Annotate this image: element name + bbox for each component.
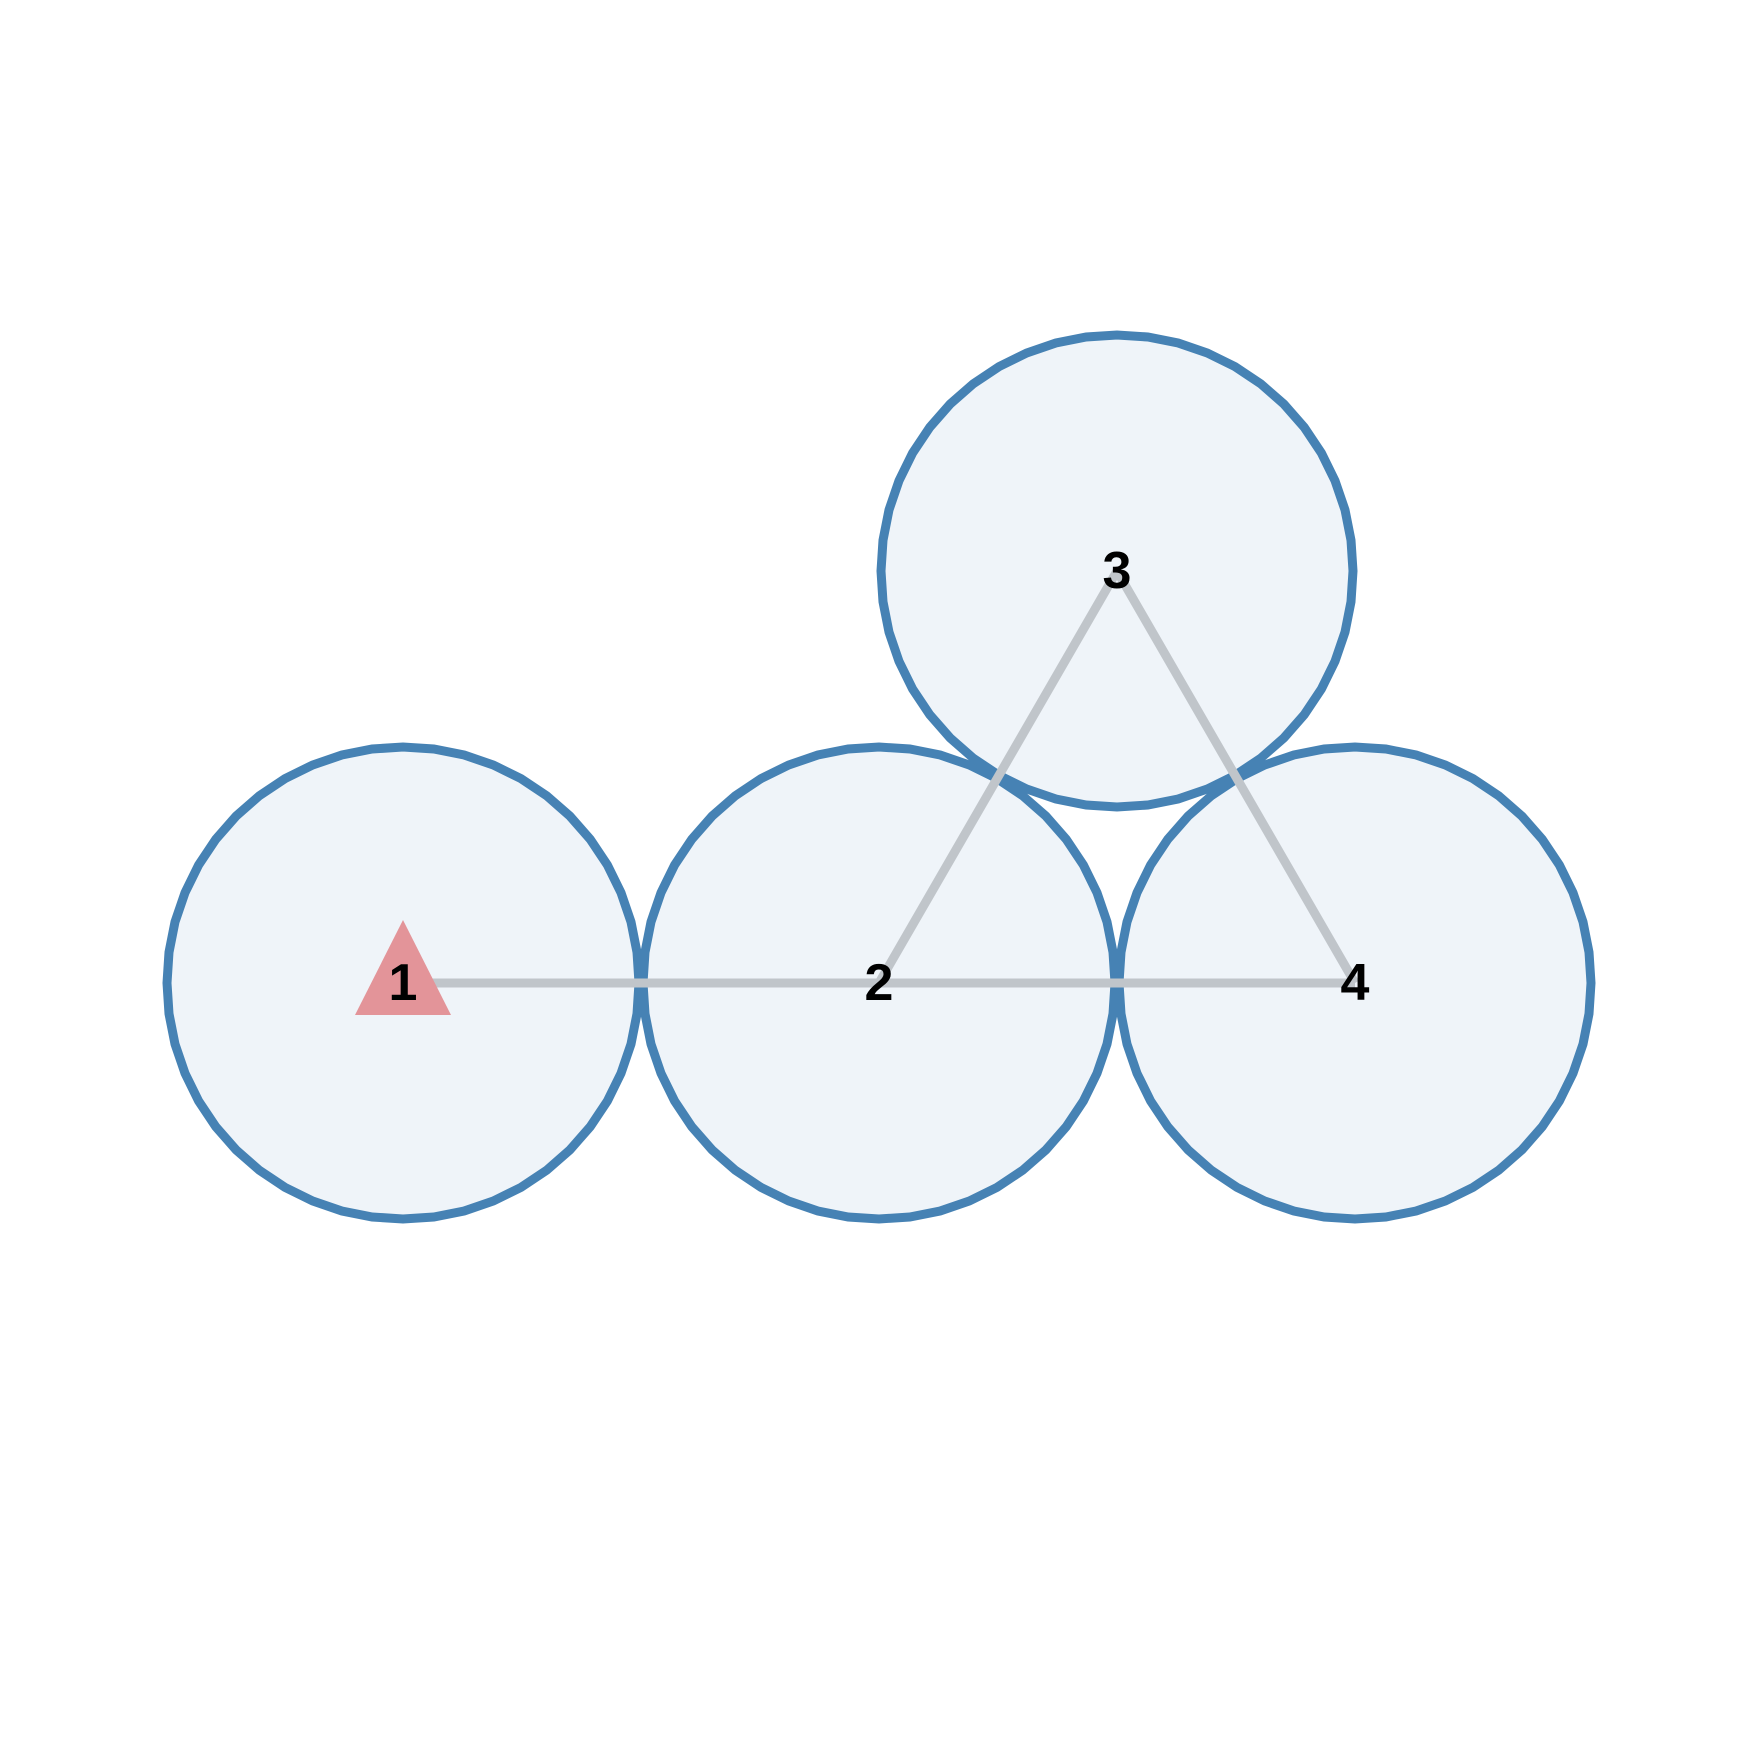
edge-2-3 bbox=[875, 568, 1121, 986]
node-markers bbox=[355, 920, 451, 1015]
triangle-marker-1 bbox=[355, 920, 451, 1015]
edge-3-4 bbox=[1113, 568, 1359, 986]
edges bbox=[403, 568, 1359, 988]
node-label-4: 4 bbox=[1341, 954, 1370, 1012]
node-circles bbox=[162, 330, 1596, 1224]
node-label-3: 3 bbox=[1103, 542, 1132, 600]
node-label-1: 1 bbox=[389, 954, 418, 1012]
node-labels: 1 2 3 4 bbox=[389, 542, 1370, 1012]
node-label-2: 2 bbox=[865, 954, 894, 1012]
